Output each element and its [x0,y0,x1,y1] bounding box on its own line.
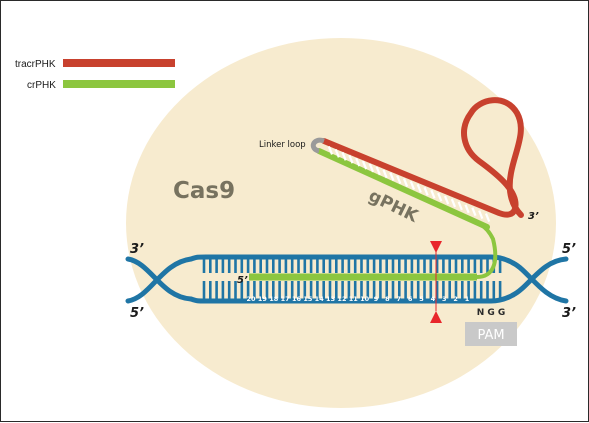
hairpin-rung [355,157,361,167]
dna-top-strand [188,254,516,266]
position-number: 11 [349,295,359,303]
dna-right-bottom-label: 3’ [562,306,576,321]
position-number: 7 [397,295,402,303]
position-number: 4 [431,295,436,303]
hairpin-rung [478,210,484,220]
dna-right-top-label: 5’ [562,242,576,257]
dna-left-top-label: 3’ [130,242,144,257]
tracrphk-strand [321,97,524,218]
position-number: 8 [385,295,390,303]
crphk-strand [316,148,490,230]
hairpin-rung [361,160,368,170]
hairpin-base-pairs [327,146,491,222]
hairpin-rung [375,166,381,176]
hairpin-rung [396,175,402,185]
hairpin-rung [334,148,340,158]
ngg-label: N G G [477,308,506,318]
hairpin-rung [437,192,443,202]
position-number: 10 [360,295,370,303]
hairpin-rung [389,172,395,182]
dna-left-bottom-label: 5’ [130,306,144,321]
position-number: 14 [315,295,325,303]
position-number: 5 [419,295,424,303]
hairpin-rung [457,201,463,211]
position-number: 17 [281,295,290,303]
position-number: 16 [292,295,302,303]
cas9-protein [126,38,556,408]
position-number: 18 [269,295,279,303]
legend-label-tracrphk: tracrPHK [15,59,56,70]
position-number: 20 [246,295,256,303]
tracrphk-3prime-label: 3’ [528,211,539,222]
hairpin-rung [464,204,470,214]
position-number: 13 [326,295,335,303]
cas9-label: Cas9 [173,178,235,204]
linker-loop-label: Linker loop [259,140,306,150]
cut-marker-top [430,241,442,253]
hairpin-rung [402,178,409,187]
hairpin-rung [341,151,347,161]
hairpin-rung [423,186,429,196]
linker-loop-shape [310,137,325,154]
hairpin-rung [471,207,477,217]
dna-right-end [510,256,569,304]
dna-base-pairs [202,258,502,300]
hairpin-rung [382,169,388,179]
dna-middle [188,254,516,304]
pam-box [465,322,517,346]
legend: tracrPHK crPHK [15,59,175,91]
dna-left-end [125,256,194,304]
hairpin-rung [409,181,416,190]
hairpin-rung [368,163,375,173]
position-number: 2 [453,295,458,303]
position-number: 3 [442,295,447,303]
cut-marker-bottom [430,311,442,323]
position-number: 9 [374,295,379,303]
dna-bottom-strand [188,292,516,304]
position-number: 12 [337,295,346,303]
gphk-hairpin [310,97,524,230]
position-number: 19 [258,295,268,303]
pam-label: PAM [477,328,504,343]
hairpin-rung [443,195,450,205]
position-number: 6 [408,295,413,303]
hairpin-rung [484,213,491,222]
position-number: 1 [465,295,470,303]
hairpin-rung [327,146,334,155]
legend-label-crphk: crPHK [27,80,56,91]
hairpin-rung [348,154,354,164]
position-number: 15 [303,295,313,303]
hairpin-rung [416,183,422,193]
hairpin-rung [450,198,457,208]
guide-5prime-label: 5’ [237,275,248,286]
cut-site [430,241,442,323]
hairpin-rung [430,189,436,199]
